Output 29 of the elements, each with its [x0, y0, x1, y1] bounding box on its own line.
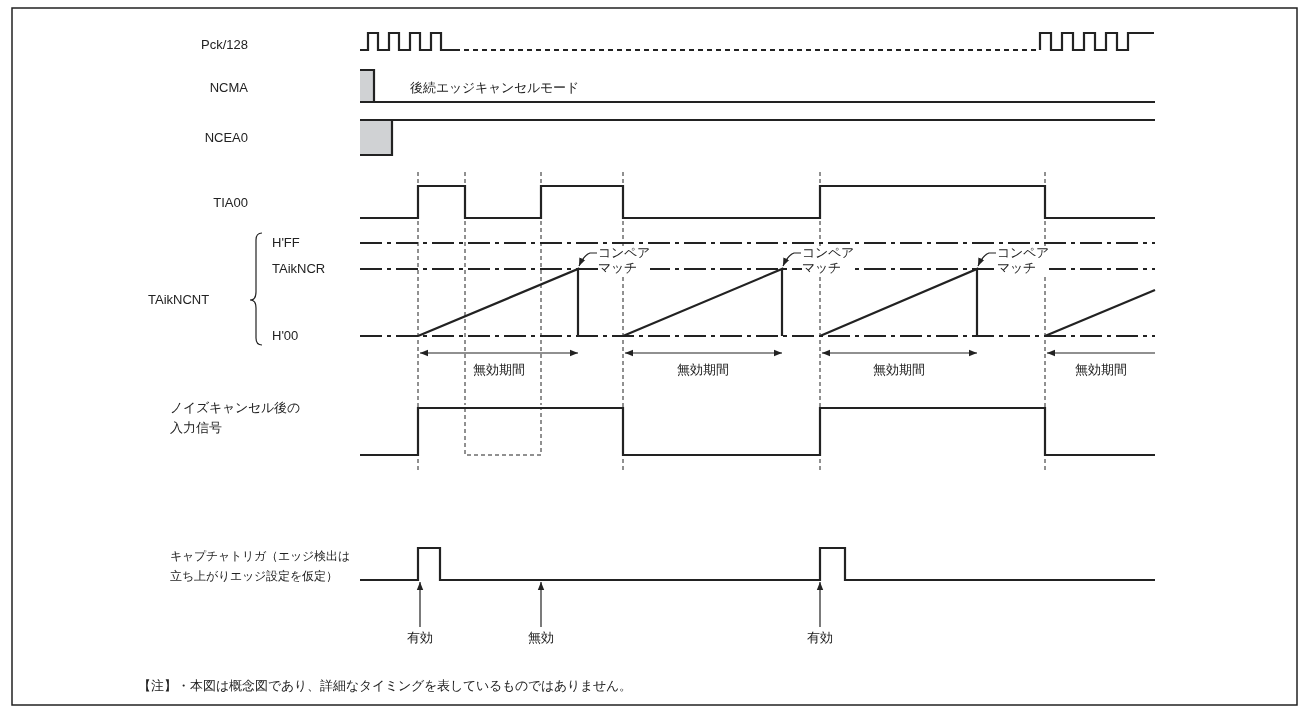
arrow	[537, 581, 545, 628]
callout-text: コンペアマッチ	[598, 246, 650, 276]
state-label: 有効	[807, 628, 833, 648]
leader-line	[578, 252, 598, 267]
note-text: 【注】・本図は概念図であり、詳細なタイミングを表しているものではありません。	[138, 677, 632, 695]
leader-line	[782, 252, 802, 267]
period-label: 無効期間	[1075, 361, 1127, 379]
level-label: H'FF	[272, 234, 300, 252]
period-label: 無効期間	[873, 361, 925, 379]
arrow	[416, 581, 424, 628]
arrow	[816, 581, 824, 628]
signal-name: Pck/128	[201, 36, 248, 54]
counter-name: TAikNCNT	[148, 291, 210, 309]
level-label: H'00	[272, 327, 299, 345]
signal-name: NCMA	[209, 79, 248, 97]
state-label: 有効	[407, 628, 433, 648]
signal-name: TIA00	[213, 194, 248, 212]
callout-text: コンペアマッチ	[997, 246, 1049, 276]
state-label: 無効	[528, 628, 554, 648]
callout-text: コンペアマッチ	[802, 246, 854, 276]
counter-ramp	[417, 267, 580, 337]
level-label: TAikNCR	[272, 260, 326, 278]
signal-name: キャプチャトリガ（エッジ検出は立ち上がりエッジ設定を仮定）	[170, 548, 351, 585]
leader-line	[977, 252, 997, 267]
period-label: 無効期間	[677, 361, 729, 379]
signal-name: NCEA0	[204, 129, 248, 147]
mode-note: 後続エッジキャンセルモード	[410, 79, 579, 97]
signal-name: ノイズキャンセル後の入力信号	[170, 399, 301, 437]
period-label: 無効期間	[473, 361, 525, 379]
